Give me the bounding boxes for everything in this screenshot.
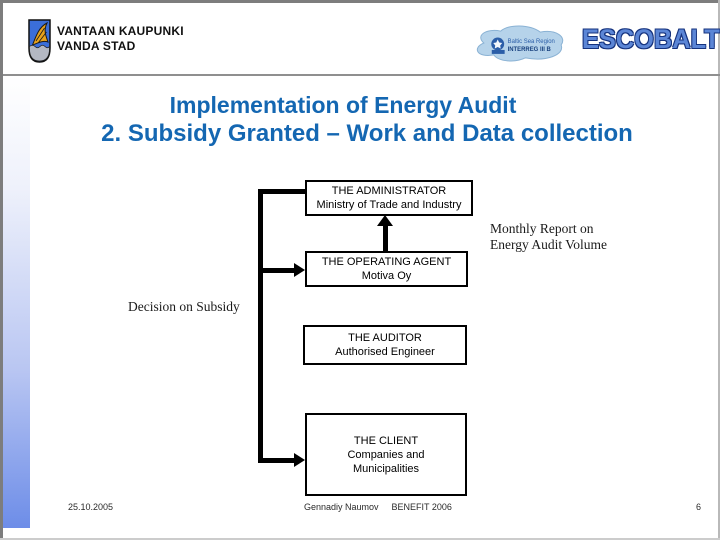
frame-edge-left	[0, 0, 3, 540]
annotation-monthly-report: Monthly Report on Energy Audit Volume	[490, 221, 650, 253]
administrator-subtitle: Ministry of Trade and Industry	[316, 199, 462, 211]
client-subtitle: Companies and Municipalities	[347, 448, 425, 475]
interreg-text-line2: INTERREG III B	[508, 47, 552, 53]
slide-title: Implementation of Energy Audit 2. Subsid…	[14, 92, 720, 149]
footer-event: BENEFIT 2006	[391, 502, 452, 512]
auditor-title: THE AUDITOR	[348, 332, 422, 344]
header-divider	[3, 74, 720, 76]
connector-vertical-line	[258, 189, 263, 463]
connector-to-client	[258, 458, 294, 463]
arrowhead-up-icon	[377, 215, 393, 226]
administrator-title: THE ADMINISTRATOR	[331, 185, 447, 197]
annotation-monthly-report-line1: Monthly Report on	[490, 221, 594, 236]
operating-agent-title: THE OPERATING AGENT	[321, 256, 452, 268]
frame-edge-bottom	[0, 538, 720, 540]
interreg-logo: Baltic Sea Region INTERREG III B	[476, 25, 564, 62]
frame-edge-top	[0, 0, 720, 3]
vantaa-coat-of-arms-icon	[28, 19, 51, 63]
box-operating-agent: THE OPERATING AGENT Motiva Oy	[305, 251, 468, 287]
operating-agent-subtitle: Motiva Oy	[361, 270, 412, 282]
footer-page-number: 6	[696, 502, 702, 512]
arrow-agent-to-administrator	[383, 226, 388, 252]
organization-line1: VANTAAN KAUPUNKI	[57, 24, 184, 38]
auditor-subtitle: Authorised Engineer	[335, 346, 435, 358]
slide-title-line1: Implementation of Energy Audit	[169, 92, 517, 118]
box-client: THE CLIENT Companies and Municipalities	[305, 413, 467, 496]
organization-line2: VANDA STAD	[57, 39, 136, 53]
box-auditor: THE AUDITOR Authorised Engineer	[303, 325, 467, 365]
left-gradient-bar	[3, 76, 30, 528]
annotation-monthly-report-line2: Energy Audit Volume	[490, 237, 608, 252]
footer-credit: Gennadiy Naumov BENEFIT 2006	[304, 502, 452, 512]
arrowhead-operating-agent-icon	[294, 263, 305, 277]
footer-author: Gennadiy Naumov	[304, 502, 379, 512]
slide-title-line2: 2. Subsidy Granted – Work and Data colle…	[101, 120, 633, 147]
footer-date: 25.10.2005	[68, 502, 114, 512]
arrowhead-client-icon	[294, 453, 305, 467]
frame-edge-right	[718, 0, 720, 540]
box-administrator: THE ADMINISTRATOR Ministry of Trade and …	[305, 180, 473, 216]
annotation-decision-on-subsidy: Decision on Subsidy	[128, 299, 240, 314]
interreg-text-line1: Baltic Sea Region	[508, 39, 555, 45]
connector-to-operating-agent	[258, 268, 294, 273]
client-title: THE CLIENT	[353, 434, 419, 447]
organization-name: VANTAAN KAUPUNKI VANDA STAD	[57, 24, 184, 54]
escobalt-logo: ESCOBALT	[582, 24, 720, 54]
connector-to-administrator	[258, 189, 305, 194]
